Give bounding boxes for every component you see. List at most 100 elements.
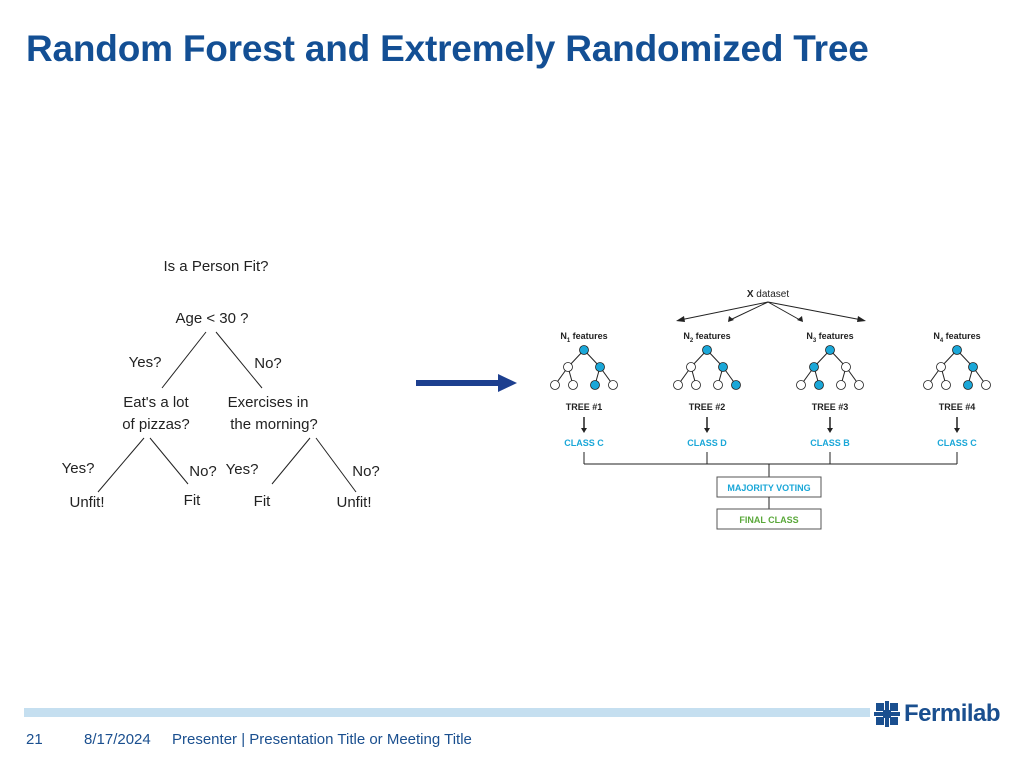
dataset-word: dataset xyxy=(754,289,790,300)
tree-node xyxy=(981,380,991,390)
tree-node-selected xyxy=(809,362,819,372)
features-label: N1 features xyxy=(560,331,607,344)
tree-node xyxy=(936,362,946,372)
edge-root-left xyxy=(161,331,207,389)
features-word: features xyxy=(693,331,731,341)
tree-node xyxy=(568,380,578,390)
left-question-line1: Eat's a lot xyxy=(123,394,189,411)
tree-node xyxy=(841,362,851,372)
class-bracket xyxy=(583,452,958,477)
features-n: N xyxy=(683,331,690,341)
features-subscript: 4 xyxy=(940,338,944,344)
features-label: N3 features xyxy=(806,331,853,344)
tree-node xyxy=(796,380,806,390)
tree-node xyxy=(673,380,683,390)
page-number: 21 xyxy=(26,731,43,748)
features-n: N xyxy=(806,331,813,341)
edge-left-right xyxy=(149,437,189,485)
right-question-line2: the morning? xyxy=(230,416,318,433)
right-question-line1: Exercises in xyxy=(228,394,309,411)
features-subscript: 2 xyxy=(690,338,694,344)
features-label: N4 features xyxy=(933,331,980,344)
tree-node-selected xyxy=(963,380,973,390)
leaf-fit-2: Fit xyxy=(254,493,271,510)
edge-root-right xyxy=(215,331,263,389)
leaf-unfit-1: Unfit! xyxy=(69,494,104,511)
tree-node-selected xyxy=(825,345,835,355)
tree-label: TREE #2 xyxy=(689,402,726,412)
features-subscript: 3 xyxy=(813,338,817,344)
tree-label: TREE #3 xyxy=(812,402,849,412)
class-label: CLASS C xyxy=(564,438,604,448)
features-n: N xyxy=(560,331,567,341)
tree-label: TREE #1 xyxy=(566,402,603,412)
right-no-label: No? xyxy=(352,463,380,480)
tree-node-selected xyxy=(595,362,605,372)
tree-node xyxy=(550,380,560,390)
tree-question: Is a Person Fit? xyxy=(163,258,268,275)
root-yes-label: Yes? xyxy=(129,354,162,371)
features-word: features xyxy=(943,331,981,341)
fermilab-logo-icon xyxy=(874,701,900,727)
down-arrowhead-icon xyxy=(954,428,960,433)
down-arrowhead-icon xyxy=(704,428,710,433)
edge-left-left xyxy=(97,437,145,493)
tree-node xyxy=(923,380,933,390)
features-label: N2 features xyxy=(683,331,730,344)
tree-node xyxy=(941,380,951,390)
features-word: features xyxy=(570,331,608,341)
left-no-label: No? xyxy=(189,463,217,480)
fermilab-logo: Fermilab xyxy=(874,698,1001,730)
dataset-label: X dataset xyxy=(747,289,789,300)
features-word: features xyxy=(816,331,854,341)
dataset-branches xyxy=(679,301,863,321)
right-arrow-icon xyxy=(416,374,517,392)
tree-node-selected xyxy=(579,345,589,355)
leaf-unfit-2: Unfit! xyxy=(336,494,371,511)
tree-node xyxy=(713,380,723,390)
features-subscript: 1 xyxy=(567,338,571,344)
footer-bar xyxy=(24,708,870,717)
tree-node-selected xyxy=(718,362,728,372)
root-no-label: No? xyxy=(254,355,282,372)
majority-voting-label: MAJORITY VOTING xyxy=(727,483,810,493)
tree-node xyxy=(854,380,864,390)
final-class-label: FINAL CLASS xyxy=(739,515,798,525)
class-label: CLASS C xyxy=(937,438,977,448)
final-class-box xyxy=(716,508,822,530)
tree-node xyxy=(686,362,696,372)
down-arrowhead-icon xyxy=(581,428,587,433)
fermilab-logo-text: Fermilab xyxy=(904,700,1001,727)
decision-tree: Is a Person Fit? Age < 30 ? Yes? No? Eat… xyxy=(62,258,380,511)
root-node: Age < 30 ? xyxy=(176,310,249,327)
features-n: N xyxy=(933,331,940,341)
slide-title: Random Forest and Extremely Randomized T… xyxy=(26,28,869,69)
dataset-branch-arrowheads xyxy=(676,316,866,322)
footer-presenter: Presenter | Presentation Title or Meetin… xyxy=(172,731,472,748)
tree-node xyxy=(836,380,846,390)
tree-node-selected xyxy=(968,362,978,372)
dataset-x: X xyxy=(747,289,754,300)
tree-node-selected xyxy=(952,345,962,355)
class-label: CLASS D xyxy=(687,438,727,448)
right-yes-label: Yes? xyxy=(226,461,259,478)
tree-node xyxy=(563,362,573,372)
edge-right-left xyxy=(271,437,311,485)
class-label: CLASS B xyxy=(810,438,850,448)
tree-node-selected xyxy=(731,380,741,390)
left-question-line2: of pizzas? xyxy=(122,416,190,433)
edge-right-right xyxy=(315,437,357,493)
tree-node-selected xyxy=(590,380,600,390)
footer-date: 8/17/2024 xyxy=(84,731,151,748)
tree-node xyxy=(691,380,701,390)
left-yes-label: Yes? xyxy=(62,460,95,477)
tree-label: TREE #4 xyxy=(939,402,976,412)
down-arrowhead-icon xyxy=(827,428,833,433)
tree-node xyxy=(608,380,618,390)
leaf-fit-1: Fit xyxy=(184,492,201,509)
tree-node-selected xyxy=(814,380,824,390)
tree-node-selected xyxy=(702,345,712,355)
